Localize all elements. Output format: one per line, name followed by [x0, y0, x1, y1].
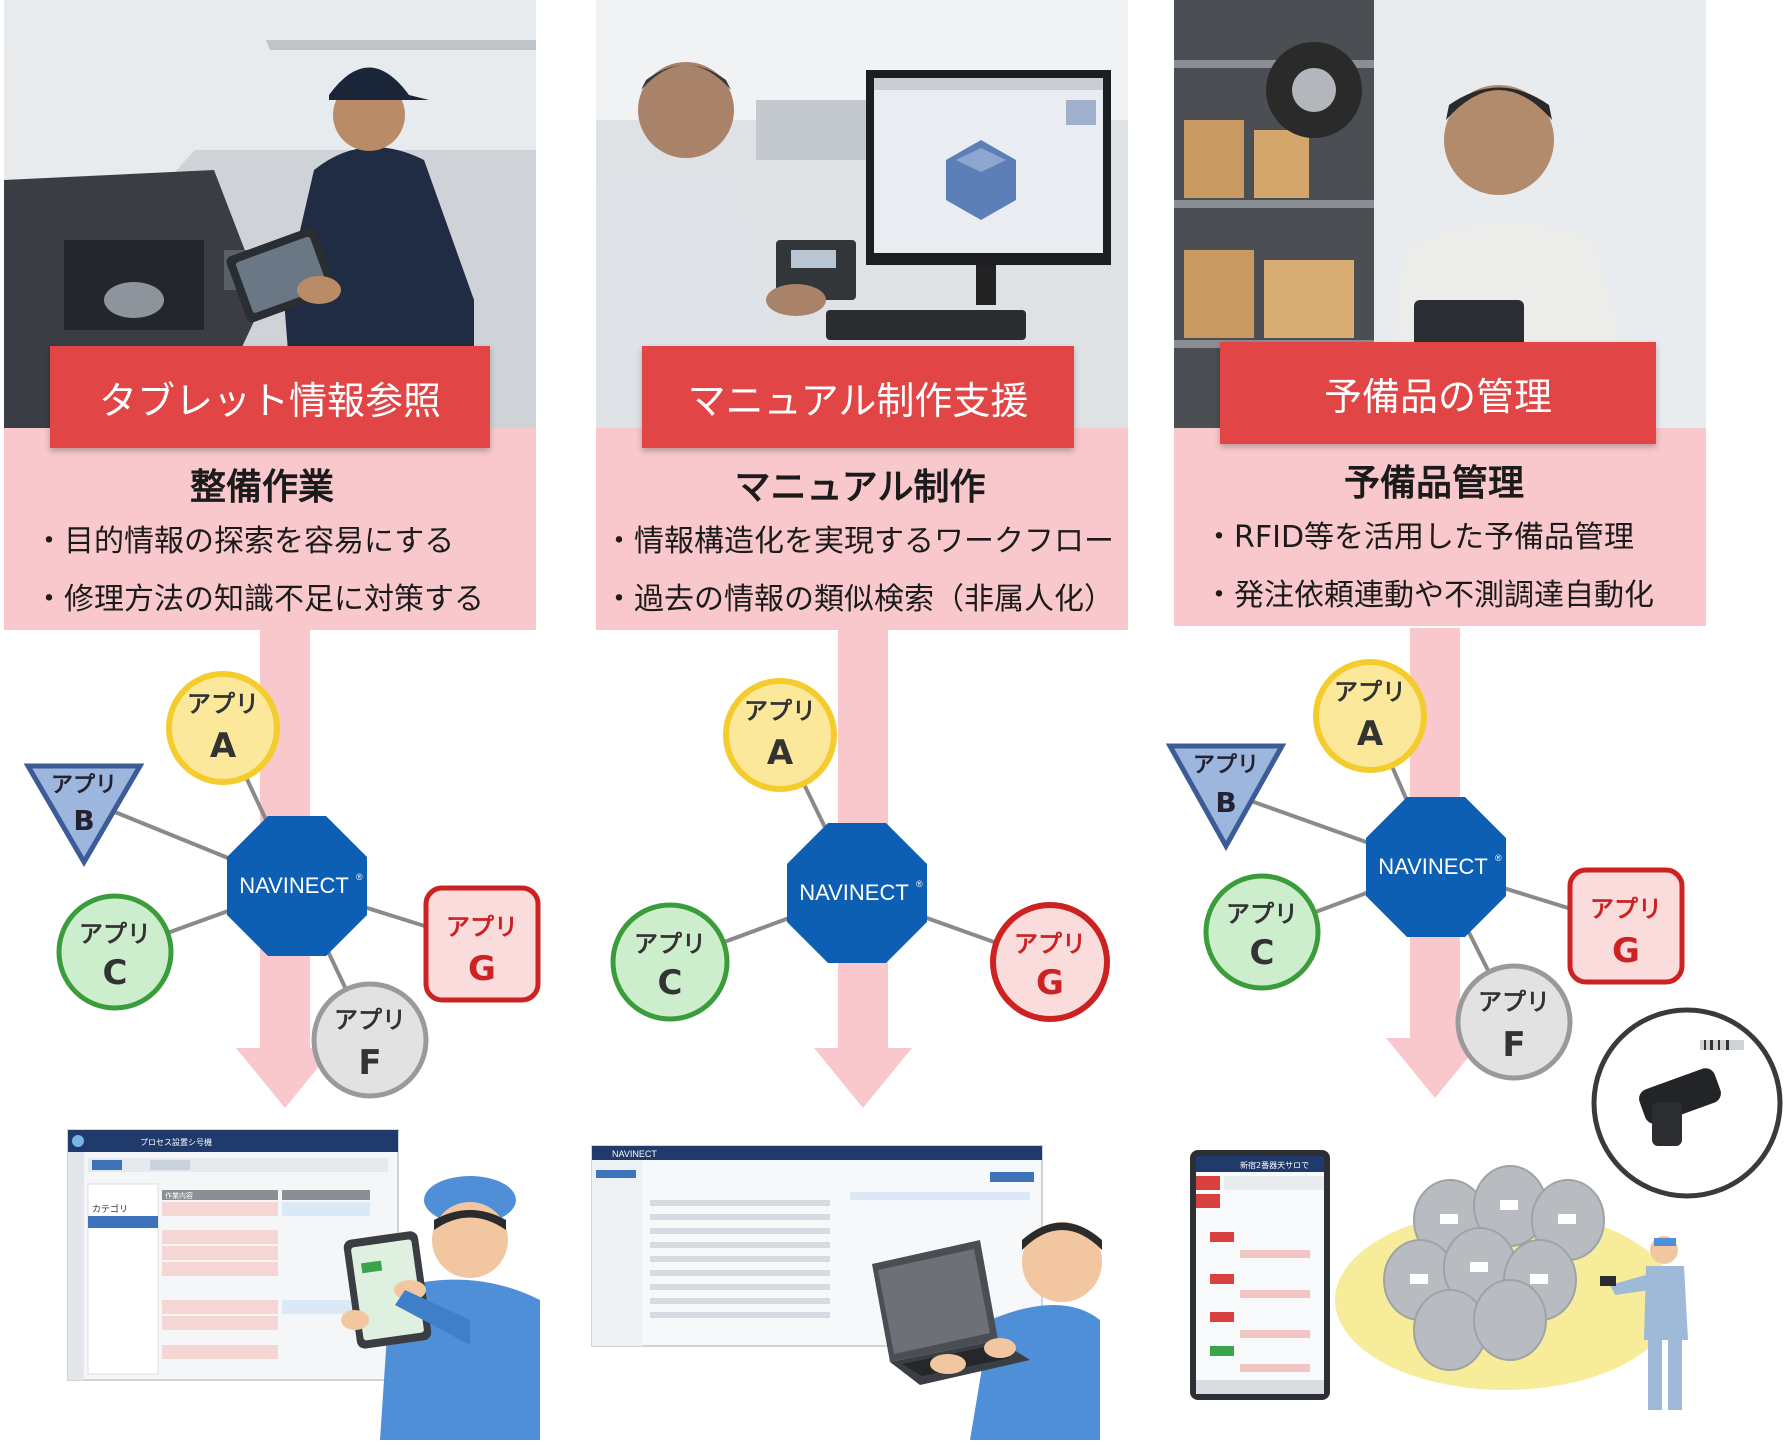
bullet-maintenance-2: ・修理方法の知識不足に対策する — [34, 582, 484, 617]
desktop-brand: NAVINECT — [612, 1149, 657, 1159]
navinect-hub-2 — [787, 823, 927, 963]
app-a-prefix-3: アプリ — [1334, 678, 1406, 706]
hub-mark-1: ® — [356, 872, 363, 882]
app-f-letter-1: F — [358, 1043, 381, 1083]
app-g-prefix-2: アプリ — [1014, 930, 1086, 958]
rfid-scanning-scene — [1335, 1007, 1783, 1410]
app-g-prefix-3: アプリ — [1590, 895, 1662, 923]
tablet-app-screen: プロセス設置シ号機 カテゴリ 作業内容 — [67, 1129, 399, 1381]
app-a-node-3 — [1313, 659, 1427, 773]
maintenance-panel — [4, 428, 536, 630]
handheld-header: 新宿2番器天サロで — [1240, 1160, 1309, 1170]
app-c-prefix-2: アプリ — [634, 930, 706, 958]
app-f-node-1 — [311, 981, 429, 1099]
title-manual: マニュアル制作 — [734, 467, 986, 508]
app-b-node-1 — [23, 763, 145, 867]
bullet-spare-parts-1: ・RFID等を活用した予備品管理 — [1204, 520, 1635, 555]
app-c-node-1 — [56, 893, 174, 1011]
spare-parts-panel — [1174, 428, 1706, 626]
banner-tablet-info: タブレット情報参照 — [50, 346, 490, 448]
worker-with-tablet — [341, 1176, 540, 1440]
app-b-letter-1: B — [73, 804, 94, 837]
navinect-hub-1 — [227, 816, 367, 956]
app-g-node-1 — [423, 885, 541, 1003]
app-f-prefix-3: アプリ — [1478, 988, 1550, 1016]
app-c-letter-1: C — [103, 953, 128, 993]
column-maintenance: タブレット情報参照 整備作業 ・目的情報の探索を容易にする ・修理方法の知識不足… — [4, 0, 536, 1445]
banner-manual-support: マニュアル制作支援 — [642, 346, 1074, 448]
app-c-node-3 — [1203, 873, 1321, 991]
app-g-letter-2: G — [1036, 963, 1064, 1003]
hub-label-2: NAVINECT — [799, 880, 909, 905]
app-b-node-3 — [1165, 743, 1287, 852]
app-g-letter-1: G — [468, 949, 496, 989]
app-g-node-3 — [1567, 867, 1685, 985]
app-a-letter-2: A — [767, 733, 794, 773]
tablet-screen-title: プロセス設置シ号機 — [140, 1137, 212, 1147]
network-3: NAVINECT ® アプリ A アプリ B アプリ C アプリ G アプリ F — [1165, 659, 1685, 1081]
network-1: NAVINECT ® アプリ A アプリ B アプリ C アプリ G アプリ F — [23, 671, 541, 1099]
column-manual: マニュアル制作支援 マニュアル制作 ・情報構造化を実現するワークフロー ・過去の… — [596, 0, 1128, 1445]
hub-label-3: NAVINECT — [1378, 854, 1488, 879]
app-a-node-2 — [723, 678, 837, 792]
bullet-manual-1: ・情報構造化を実現するワークフロー — [604, 524, 1114, 559]
app-a-letter-1: A — [210, 726, 237, 766]
app-a-prefix-2: アプリ — [744, 697, 816, 725]
app-b-prefix-3: アプリ — [1193, 753, 1259, 778]
hub-label-1: NAVINECT — [239, 873, 349, 898]
app-f-letter-3: F — [1502, 1025, 1525, 1065]
app-a-letter-3: A — [1357, 714, 1384, 754]
app-c-prefix-3: アプリ — [1226, 900, 1298, 928]
tablet-tab-label: 作業内容 — [165, 1191, 193, 1200]
title-spare-parts: 予備品管理 — [1343, 463, 1524, 504]
app-c-prefix-1: アプリ — [79, 920, 151, 948]
app-b-prefix-1: アプリ — [51, 773, 117, 798]
network-2: NAVINECT ® アプリ A アプリ C アプリ G — [610, 678, 1110, 1022]
app-c-letter-3: C — [1250, 933, 1275, 973]
worker-with-laptop — [872, 1222, 1102, 1440]
hub-mark-3: ® — [1495, 853, 1502, 863]
navinect-hub-3 — [1366, 797, 1506, 937]
photo-mechanic-tablet — [4, 0, 536, 428]
bullet-maintenance-1: ・目的情報の探索を容易にする — [34, 524, 455, 559]
app-c-letter-2: C — [658, 963, 683, 1003]
manual-panel — [596, 428, 1128, 630]
app-f-node-3 — [1455, 963, 1573, 1081]
tablet-sidebar-header: カテゴリ — [92, 1203, 128, 1215]
bullet-manual-2: ・過去の情報の類似検索（非属人化） — [604, 582, 1114, 617]
app-c-node-2 — [610, 902, 730, 1022]
app-g-node-2 — [990, 902, 1110, 1022]
app-a-prefix-1: アプリ — [187, 690, 259, 718]
app-b-letter-3: B — [1215, 786, 1236, 819]
app-g-letter-3: G — [1612, 931, 1640, 971]
app-f-prefix-1: アプリ — [334, 1006, 406, 1034]
column-spare-parts: 予備品の管理 予備品管理 ・RFID等を活用した予備品管理 ・発注依頼連動や不測… — [1174, 0, 1706, 1445]
app-g-prefix-1: アプリ — [446, 913, 518, 941]
bullet-spare-parts-2: ・発注依頼連動や不測調達自動化 — [1204, 578, 1654, 613]
title-maintenance: 整備作業 — [189, 467, 334, 508]
handheld-app-screen: 新宿2番器天サロで — [1190, 1150, 1330, 1400]
app-a-node-1 — [166, 671, 280, 785]
hub-mark-2: ® — [916, 879, 923, 889]
banner-spare-parts: 予備品の管理 — [1220, 342, 1656, 444]
